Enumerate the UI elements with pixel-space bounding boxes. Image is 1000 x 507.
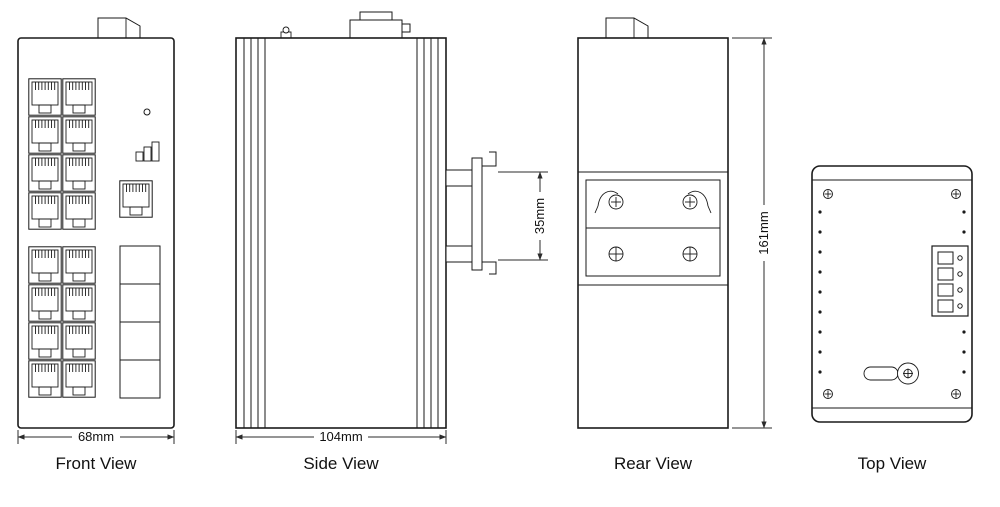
corner-screw-bottom-left xyxy=(823,389,833,399)
rear-view-label: Rear View xyxy=(614,454,693,473)
rail-height-dimension: 35mm xyxy=(498,171,549,261)
front-din-clip xyxy=(97,17,141,39)
rear-height-dim-label: 161mm xyxy=(756,211,771,254)
dip-switch-icon xyxy=(135,141,160,162)
corner-screw-bottom-right xyxy=(951,389,961,399)
vent-dots-left xyxy=(818,210,822,374)
front-body xyxy=(17,37,175,429)
rail-height-dim-label: 35mm xyxy=(532,198,547,234)
front-width-dim-label: 68mm xyxy=(78,429,114,444)
rear-height-dimension: 161mm xyxy=(732,37,773,429)
top-view-label: Top View xyxy=(858,454,927,473)
side-width-dim-label: 104mm xyxy=(319,429,362,444)
side-fins-right xyxy=(416,38,439,428)
side-view-label: Side View xyxy=(303,454,379,473)
mount-screw-right xyxy=(682,246,698,262)
corner-screw-top-right xyxy=(951,189,961,199)
spring-clip-left xyxy=(594,190,624,214)
rear-din-clip xyxy=(605,17,649,39)
sfp-slot-stack xyxy=(119,245,161,399)
front-width-dimension: 68mm xyxy=(17,429,175,445)
din-rail-bracket xyxy=(445,151,497,275)
corner-screw-top-left xyxy=(823,189,833,199)
terminal-block xyxy=(931,245,969,317)
side-width-dimension: 104mm xyxy=(235,429,447,445)
top-view: Top View xyxy=(811,165,973,473)
top-body xyxy=(811,165,973,423)
side-body xyxy=(235,37,447,429)
led-indicator xyxy=(143,108,151,116)
side-view: 35mm 104mm Side View xyxy=(235,11,549,473)
front-view: 68mm Front View xyxy=(17,17,175,473)
front-view-label: Front View xyxy=(56,454,138,473)
rear-view: 161mm Rear View xyxy=(577,17,773,473)
mount-screw-left xyxy=(608,246,624,262)
side-top-screw xyxy=(280,26,292,39)
ground-lug xyxy=(863,362,919,385)
din-rail-plate xyxy=(578,171,728,286)
side-din-clip xyxy=(349,11,411,39)
spring-clip-right xyxy=(682,190,712,214)
side-fins-left xyxy=(243,38,266,428)
